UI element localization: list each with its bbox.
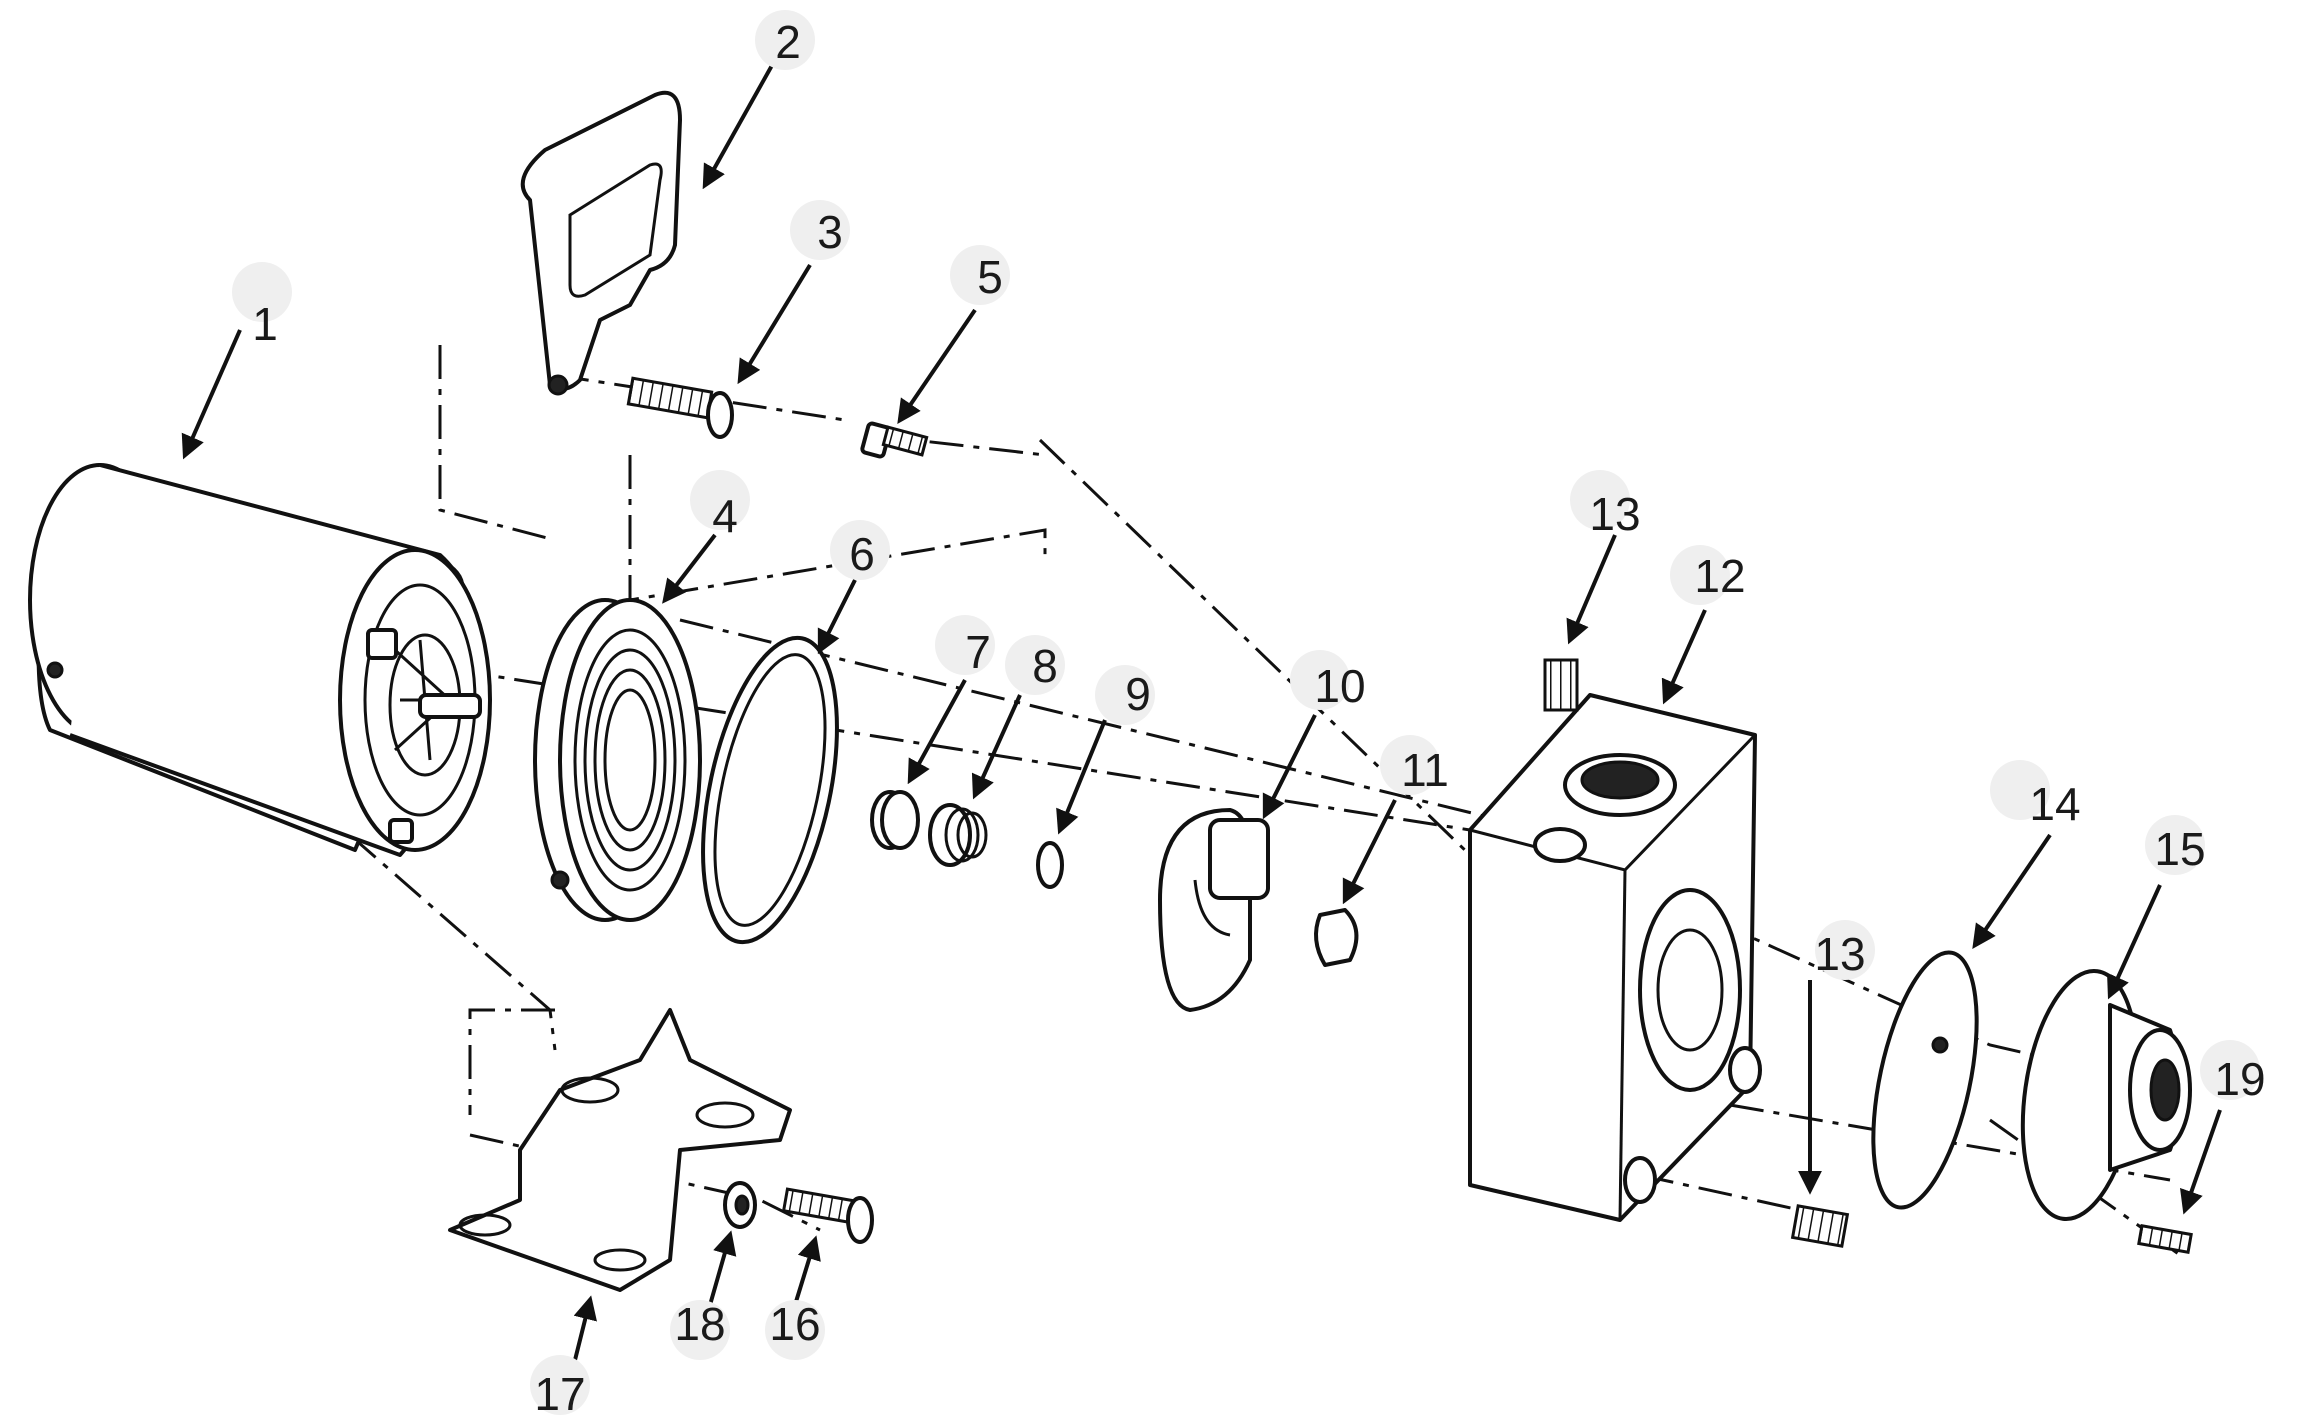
spring-part-8 xyxy=(928,803,988,867)
callout-9: 9 xyxy=(1125,668,1151,720)
bolt-part-5 xyxy=(860,421,929,459)
callout-1: 1 xyxy=(252,298,278,350)
washer-part-9 xyxy=(1036,841,1064,889)
leader-lines xyxy=(181,59,2222,1361)
inlet-adapter-part-15 xyxy=(2020,968,2192,1222)
callout-13-upper: 13 xyxy=(1589,488,1640,540)
callout-12: 12 xyxy=(1694,550,1745,602)
callout-18: 18 xyxy=(674,1298,725,1350)
gasket-part-6 xyxy=(701,635,839,945)
callout-3: 3 xyxy=(817,206,843,258)
callout-5: 5 xyxy=(977,251,1003,303)
handle-part-2 xyxy=(520,90,682,396)
callout-4: 4 xyxy=(712,490,738,542)
callout-15: 15 xyxy=(2154,823,2205,875)
pump-body-part-12 xyxy=(1468,693,1762,1222)
washer-part-18 xyxy=(723,1181,757,1229)
callouts: 1 2 3 5 4 6 7 8 9 10 11 12 13 13 14 15 1 xyxy=(232,10,2266,1420)
bolt-part-16 xyxy=(781,1187,874,1244)
callout-10: 10 xyxy=(1314,660,1365,712)
callout-17: 17 xyxy=(534,1368,585,1420)
callout-11: 11 xyxy=(1401,744,1449,796)
callout-14: 14 xyxy=(2029,778,2080,830)
base-foot-part-17 xyxy=(448,1008,792,1292)
screw-part-3 xyxy=(626,376,734,439)
callout-16: 16 xyxy=(769,1298,820,1350)
plug-part-13-upper xyxy=(1543,658,1579,712)
seal-part-7 xyxy=(870,790,920,850)
adapter-flange-part-4 xyxy=(533,598,702,922)
seal-plate-part-10 xyxy=(1158,808,1270,1012)
plug-part-13-lower xyxy=(1790,1204,1850,1248)
impeller-nut-part-11 xyxy=(1314,908,1359,967)
screw-part-19 xyxy=(2137,1224,2193,1254)
callout-19: 19 xyxy=(2214,1053,2265,1105)
callout-7: 7 xyxy=(965,626,991,678)
gasket-part-14 xyxy=(1871,950,1979,1210)
callout-6: 6 xyxy=(849,528,875,580)
callout-8: 8 xyxy=(1032,640,1058,692)
callout-13-lower: 13 xyxy=(1814,928,1865,980)
callout-2: 2 xyxy=(775,16,801,68)
motor-part-1 xyxy=(28,463,492,857)
